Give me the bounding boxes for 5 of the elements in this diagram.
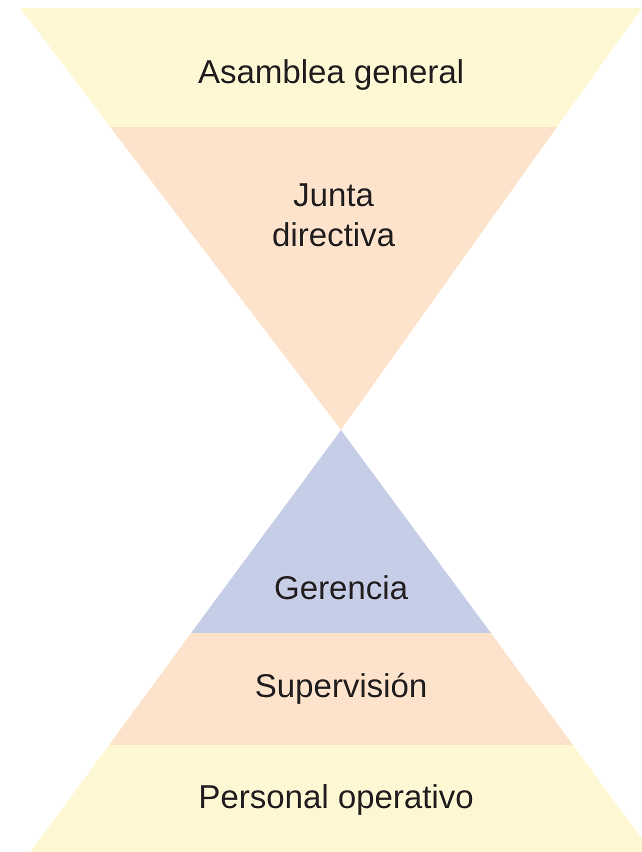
level-label: Supervisión xyxy=(254,666,428,706)
level-label: Asamblea general xyxy=(198,52,464,92)
level-label: Gerencia xyxy=(274,568,408,608)
level-label: Junta directiva xyxy=(271,175,396,255)
level-label: Personal operativo xyxy=(198,777,474,817)
